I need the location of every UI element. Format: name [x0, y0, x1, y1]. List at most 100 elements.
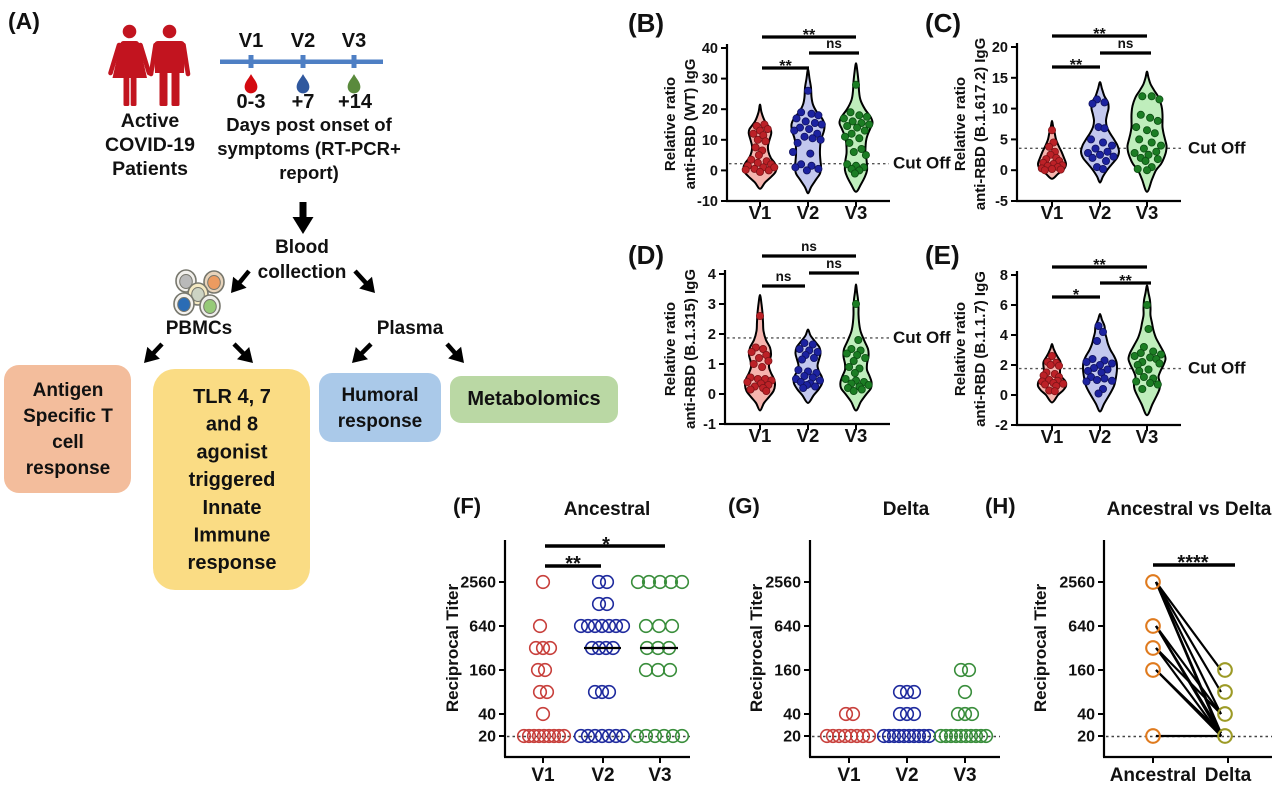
svg-text:15: 15	[992, 71, 1008, 87]
svg-text:V2: V2	[291, 30, 315, 52]
svg-text:PBMCs: PBMCs	[166, 318, 233, 339]
svg-text:Active: Active	[121, 110, 180, 132]
svg-text:3: 3	[708, 297, 716, 313]
svg-text:Cut Off: Cut Off	[893, 154, 951, 173]
svg-text:V3: V3	[845, 202, 868, 223]
svg-text:V1: V1	[531, 765, 555, 785]
svg-text:Reciprocal Titer: Reciprocal Titer	[747, 584, 766, 713]
svg-text:-1: -1	[703, 417, 716, 433]
svg-text:Antigen: Antigen	[33, 380, 104, 401]
svg-text:cell: cell	[52, 432, 84, 453]
svg-text:160: 160	[774, 663, 801, 680]
svg-text:COVID-19: COVID-19	[105, 134, 195, 156]
svg-text:1: 1	[708, 357, 716, 373]
svg-text:8: 8	[1000, 268, 1008, 284]
svg-text:V2: V2	[895, 765, 918, 785]
svg-text:20: 20	[1077, 729, 1095, 746]
svg-text:V2: V2	[1089, 202, 1112, 223]
svg-text:Relative ratio: Relative ratio	[662, 77, 679, 171]
svg-text:symptoms (RT-PCR+: symptoms (RT-PCR+	[217, 138, 401, 159]
svg-text:2560: 2560	[460, 575, 496, 592]
svg-text:Cut Off: Cut Off	[893, 328, 951, 347]
svg-text:(A): (A)	[8, 8, 40, 34]
svg-text:**: **	[1070, 57, 1083, 74]
svg-text:anti-RBD (WT) IgG: anti-RBD (WT) IgG	[682, 59, 699, 190]
svg-text:+14: +14	[338, 91, 373, 113]
svg-text:Delta: Delta	[1205, 765, 1252, 785]
svg-text:2: 2	[1000, 358, 1008, 374]
svg-text:5: 5	[1000, 132, 1008, 148]
svg-text:Delta: Delta	[883, 499, 930, 520]
svg-text:V3: V3	[342, 30, 366, 52]
svg-text:collection: collection	[258, 262, 347, 283]
svg-text:Days post onset of: Days post onset of	[226, 114, 392, 135]
svg-text:**: **	[1119, 273, 1132, 290]
svg-text:40: 40	[478, 707, 496, 724]
svg-text:Cut Off: Cut Off	[1188, 138, 1246, 157]
svg-text:2560: 2560	[1059, 575, 1095, 592]
svg-text:V1: V1	[1041, 426, 1064, 447]
svg-text:and 8: and 8	[206, 414, 258, 436]
svg-text:(F): (F)	[453, 494, 481, 519]
svg-text:4: 4	[1000, 328, 1008, 344]
svg-text:*: *	[1073, 287, 1080, 304]
svg-text:Relative ratio: Relative ratio	[952, 302, 969, 396]
svg-text:report): report)	[279, 162, 339, 183]
svg-text:20: 20	[992, 40, 1008, 56]
svg-text:V3: V3	[1136, 426, 1159, 447]
svg-text:640: 640	[1068, 619, 1095, 636]
svg-text:response: response	[338, 411, 422, 432]
svg-text:160: 160	[1068, 663, 1095, 680]
svg-text:V2: V2	[797, 202, 820, 223]
svg-text:Immune: Immune	[194, 525, 271, 547]
svg-text:(E): (E)	[925, 240, 960, 270]
svg-text:V1: V1	[749, 202, 772, 223]
svg-text:V2: V2	[797, 425, 820, 446]
svg-text:**: **	[565, 553, 581, 575]
svg-text:Humoral: Humoral	[341, 385, 418, 406]
svg-text:0: 0	[710, 163, 718, 179]
svg-text:Specific T: Specific T	[23, 406, 113, 427]
svg-text:ns: ns	[801, 239, 817, 254]
svg-text:0: 0	[708, 387, 716, 403]
svg-text:**: **	[803, 27, 816, 44]
svg-text:0-3: 0-3	[237, 91, 266, 113]
svg-text:Reciprocal Titer: Reciprocal Titer	[1031, 584, 1050, 713]
svg-text:response: response	[188, 552, 277, 574]
svg-text:V1: V1	[239, 30, 263, 52]
svg-text:0: 0	[1000, 163, 1008, 179]
svg-text:640: 640	[774, 619, 801, 636]
svg-text:Innate: Innate	[203, 497, 262, 519]
svg-text:V1: V1	[1041, 202, 1064, 223]
svg-text:(G): (G)	[728, 494, 760, 519]
svg-text:**: **	[1093, 26, 1106, 43]
svg-text:160: 160	[469, 663, 496, 680]
svg-text:20: 20	[783, 729, 801, 746]
svg-text:-2: -2	[995, 418, 1008, 434]
svg-text:anti-RBD (B.1.617.2) IgG: anti-RBD (B.1.617.2) IgG	[972, 38, 989, 211]
svg-text:Ancestral: Ancestral	[564, 499, 651, 520]
svg-text:Blood: Blood	[275, 237, 329, 258]
svg-text:ns: ns	[826, 256, 842, 271]
svg-text:V1: V1	[837, 765, 861, 785]
svg-text:*: *	[602, 534, 610, 556]
svg-text:40: 40	[783, 707, 801, 724]
svg-text:(H): (H)	[985, 494, 1016, 519]
svg-text:Patients: Patients	[112, 158, 188, 180]
svg-text:20: 20	[478, 729, 496, 746]
svg-text:V3: V3	[845, 425, 868, 446]
svg-text:20: 20	[702, 102, 718, 118]
svg-text:40: 40	[1077, 707, 1095, 724]
svg-text:10: 10	[702, 133, 718, 149]
svg-text:**: **	[779, 58, 792, 75]
svg-text:ns: ns	[826, 36, 842, 51]
svg-text:Ancestral vs Delta: Ancestral vs Delta	[1107, 499, 1272, 520]
svg-text:Relative ratio: Relative ratio	[662, 302, 679, 396]
svg-text:2560: 2560	[765, 575, 801, 592]
svg-text:****: ****	[1177, 552, 1208, 574]
svg-text:(C): (C)	[925, 8, 961, 38]
svg-text:2: 2	[708, 327, 716, 343]
svg-text:TLR 4, 7: TLR 4, 7	[193, 386, 271, 408]
svg-text:V3: V3	[953, 765, 976, 785]
svg-text:+7: +7	[292, 91, 315, 113]
